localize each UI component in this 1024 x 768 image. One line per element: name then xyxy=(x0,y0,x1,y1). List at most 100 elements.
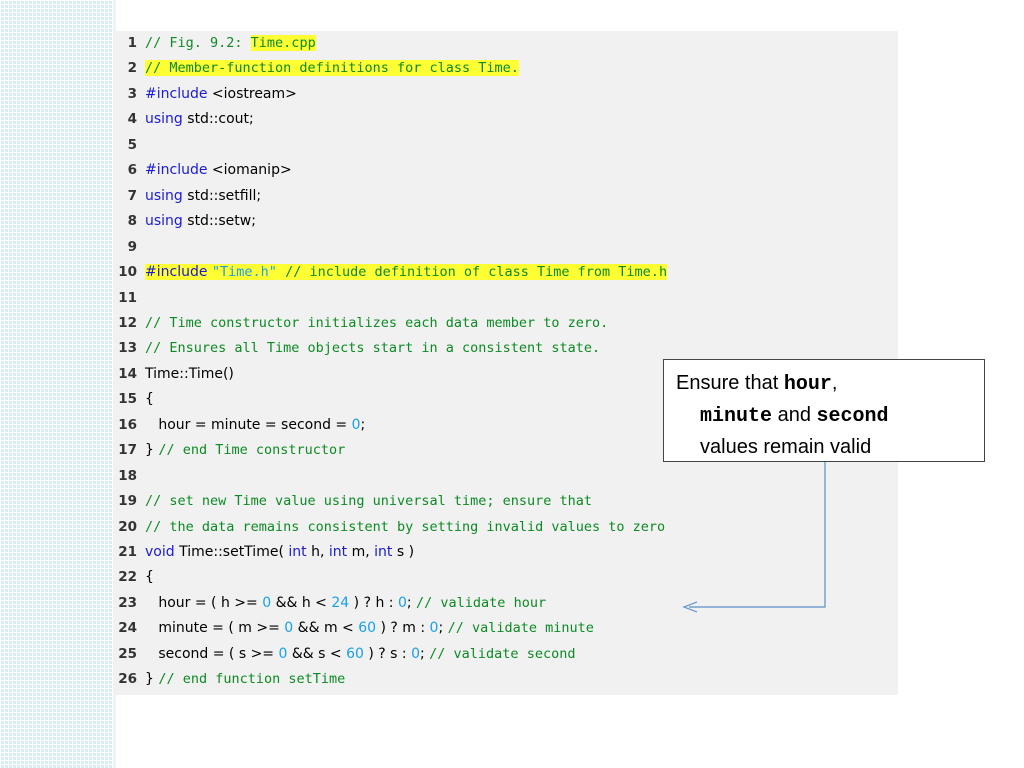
code-token-plain: s ) xyxy=(392,544,415,560)
code-text: #include <iostream> xyxy=(145,82,297,107)
code-token-number: 0 xyxy=(284,620,294,637)
code-text: void Time::setTime( int h, int m, int s … xyxy=(145,540,414,565)
code-text: hour = minute = second = 0; xyxy=(145,413,365,438)
line-number: 24 xyxy=(118,620,137,637)
code-token-number: 0 xyxy=(411,645,420,662)
callout-text: Ensure that xyxy=(676,372,784,394)
line-number: 10 xyxy=(118,264,137,281)
code-token-comment: // validate second xyxy=(429,645,576,662)
code-token-keyword: int xyxy=(374,544,393,560)
code-token-plain: std::cout; xyxy=(182,111,254,128)
line-number: 8 xyxy=(127,213,137,230)
line-number: 5 xyxy=(127,136,137,153)
code-token-keyword: int xyxy=(328,544,348,560)
code-token-comment: // set new Time value using universal ti… xyxy=(145,493,593,510)
line-number: 23 xyxy=(118,594,137,611)
code-text: } // end Time constructor xyxy=(145,438,345,463)
code-token-plain xyxy=(207,264,212,281)
line-number: 26 xyxy=(118,671,137,688)
code-token-comment: // end function setTime xyxy=(158,671,346,688)
code-token-keyword: using xyxy=(145,111,183,128)
code-token-comment: // end Time constructor xyxy=(158,442,346,459)
code-text: // Ensures all Time objects start in a c… xyxy=(145,336,600,361)
line-number: 9 xyxy=(127,238,137,255)
line-number: 11 xyxy=(118,289,137,306)
code-token-plain: ; xyxy=(438,620,448,637)
line-number: 4 xyxy=(127,111,137,128)
line-number: 1 xyxy=(127,35,137,51)
code-token-number: 24 xyxy=(331,594,350,611)
line-number: 14 xyxy=(118,365,137,382)
code-text: { xyxy=(145,565,154,590)
code-token-comment: // Fig. 9.2: xyxy=(145,35,251,51)
code-token-plain: hour = ( h >= xyxy=(145,594,263,611)
line-number: 19 xyxy=(118,493,137,510)
code-token-keyword: void xyxy=(145,544,175,560)
code-token-keyword: #include xyxy=(145,85,208,102)
code-token-keyword: int xyxy=(288,544,307,560)
code-token-keyword: using xyxy=(145,187,183,204)
code-token-number: 60 xyxy=(346,645,364,662)
code-text: #include <iomanip> xyxy=(145,158,292,183)
callout-line-2: minute and second xyxy=(676,400,974,432)
code-text: using std::setfill; xyxy=(145,184,261,209)
code-text: hour = ( h >= 0 && h < 24 ) ? h : 0; // … xyxy=(145,591,546,616)
code-text: } // end function setTime xyxy=(145,667,345,692)
code-token-plain: && h < xyxy=(271,594,332,611)
code-token-keyword: using xyxy=(145,213,183,230)
code-token-comment: // Time constructor initializes each dat… xyxy=(145,314,609,331)
code-text: // set new Time value using universal ti… xyxy=(145,489,592,514)
code-text: // Time constructor initializes each dat… xyxy=(145,311,608,336)
line-number: 15 xyxy=(118,391,137,408)
line-number: 7 xyxy=(127,187,137,204)
code-token-number: 0 xyxy=(397,594,407,611)
callout-line-1: Ensure that hour, xyxy=(676,368,974,400)
code-text: // Member-function definitions for class… xyxy=(145,56,519,81)
line-number: 21 xyxy=(118,544,137,560)
line-number: 3 xyxy=(127,85,137,102)
code-token-plain: hour = minute = second = xyxy=(145,416,352,433)
code-token-plain: <iostream> xyxy=(207,85,297,102)
code-token-plain: minute = ( m >= xyxy=(145,620,285,637)
code-token-plain: ) ? h : xyxy=(349,594,398,611)
code-text: // Fig. 9.2: Time.cpp xyxy=(145,31,316,56)
code-token-number: 0 xyxy=(262,594,272,611)
callout-code-hour: hour xyxy=(783,373,832,396)
code-token-comment: // validate hour xyxy=(416,594,547,611)
code-text: #include "Time.h" // include definition … xyxy=(145,260,668,285)
code-token-comment: // the data remains consistent by settin… xyxy=(145,518,666,535)
code-text: second = ( s >= 0 && s < 60 ) ? s : 0; /… xyxy=(145,642,575,667)
code-token-plain: ; xyxy=(360,416,366,433)
code-token-number: 60 xyxy=(358,620,377,637)
code-text: { xyxy=(145,387,154,412)
code-token-number: "Time.h" xyxy=(211,264,277,281)
callout-code-second: second xyxy=(816,405,889,428)
code-token-plain: ) ? s : xyxy=(363,645,412,662)
line-number: 18 xyxy=(118,467,137,484)
code-token-keyword: #include xyxy=(145,162,208,179)
code-token-plain: { xyxy=(145,569,154,586)
callout-text: , xyxy=(831,372,838,394)
code-token-comment: // Ensures all Time objects start in a c… xyxy=(145,340,601,357)
code-token-plain: ; xyxy=(406,594,417,611)
callout-code-minute: minute xyxy=(700,405,773,428)
code-token-comment: // include definition of class Time from… xyxy=(276,264,668,281)
callout-box: Ensure that hour, minute and second valu… xyxy=(663,359,985,462)
line-number: 6 xyxy=(127,162,137,179)
code-token-plain: && s < xyxy=(287,645,347,662)
code-token-plain: Time::Time() xyxy=(145,365,234,382)
code-token-number: 0 xyxy=(351,416,361,433)
code-token-plain: m, xyxy=(347,544,375,560)
line-number: 13 xyxy=(118,340,137,357)
code-token-plain: h, xyxy=(306,544,329,560)
callout-text: values remain valid xyxy=(700,436,872,458)
line-number: 2 xyxy=(127,60,137,77)
callout-text: and xyxy=(772,404,817,426)
decorative-side-pattern xyxy=(0,0,113,768)
code-token-comment: Time.cpp xyxy=(250,35,316,51)
code-text: minute = ( m >= 0 && m < 60 ) ? m : 0; /… xyxy=(145,616,594,641)
code-token-comment: // validate minute xyxy=(447,620,594,637)
code-token-plain: second = ( s >= xyxy=(145,645,279,662)
code-token-plain: std::setw; xyxy=(182,213,256,230)
